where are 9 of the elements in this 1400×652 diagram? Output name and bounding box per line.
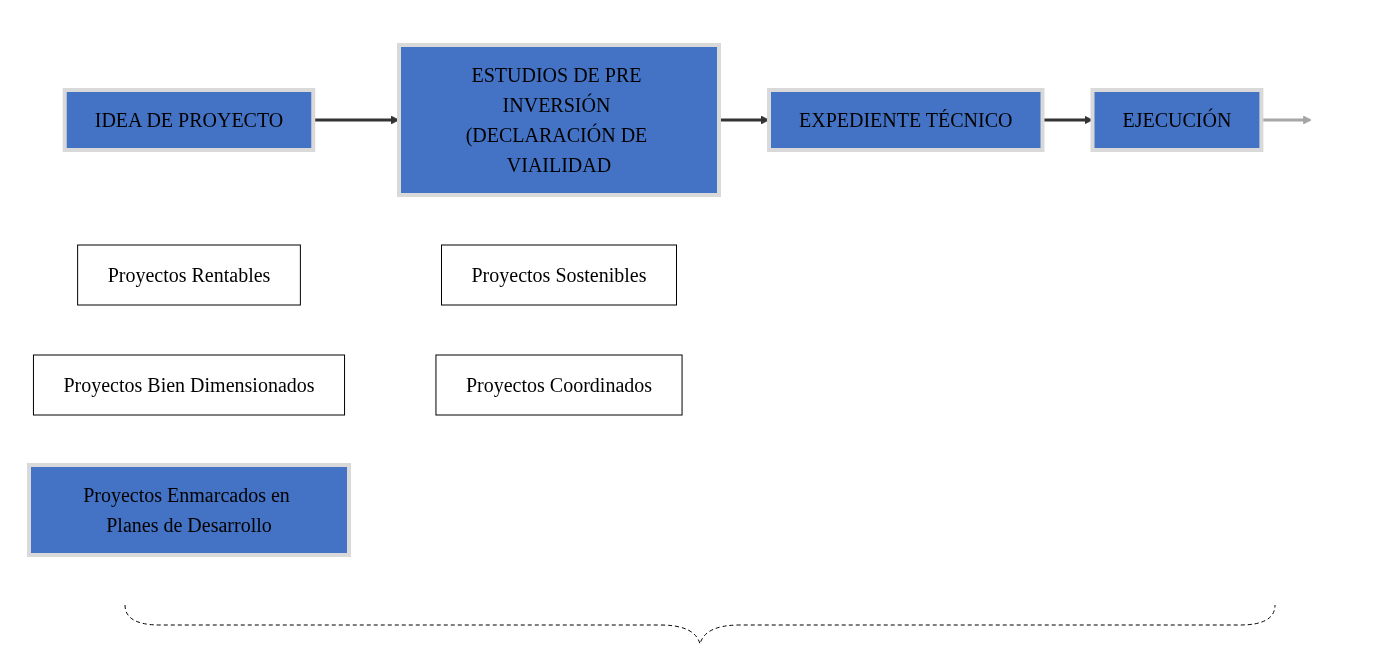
node-box: Proyectos Coordinados [435, 354, 683, 416]
node-box: EJECUCIÓN [1090, 88, 1264, 152]
node-box: Proyectos Enmarcados en Planes de Desarrollo [26, 463, 351, 557]
node-box: EXPEDIENTE TÉCNICO [766, 88, 1045, 152]
node-box: Proyectos Sostenibles [440, 244, 677, 306]
node-box: Proyectos Rentables [76, 244, 301, 306]
node-box: IDEA DE PROYECTO [62, 88, 316, 152]
node-box: Proyectos Bien Dimensionados [32, 354, 345, 416]
node-box: ESTUDIOS DE PRE INVERSIÓN (DECLARACIÓN DE VIAILIDAD [396, 43, 721, 197]
